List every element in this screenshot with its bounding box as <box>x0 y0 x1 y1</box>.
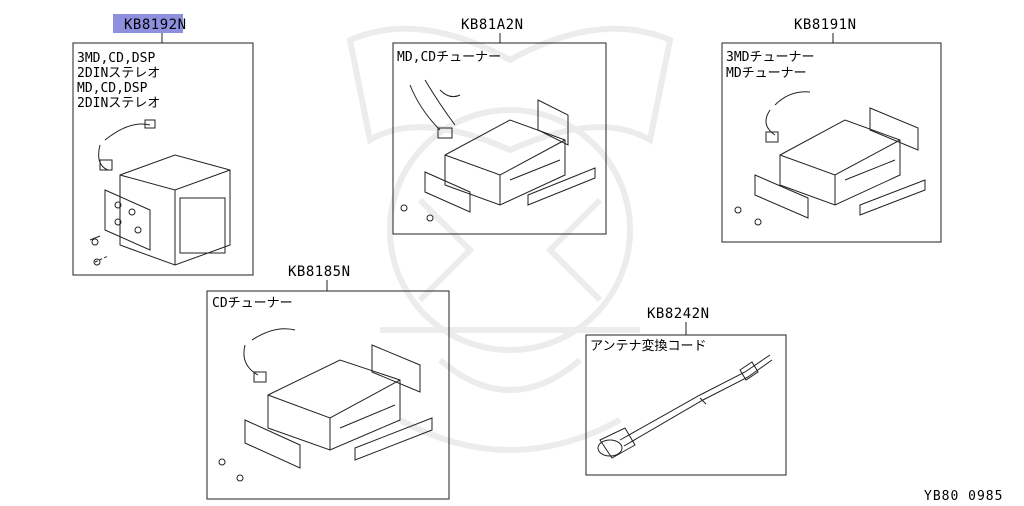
description-line-2: 2DINステレオ <box>77 66 160 81</box>
part-kb8185n[interactable]: KB8185N CDチューナー <box>206 264 450 500</box>
part-number-label: KB8192N <box>124 17 187 33</box>
part-number-label: KB8185N <box>288 264 351 280</box>
tuner-unit-illustration <box>734 91 926 226</box>
antenna-cord-illustration <box>597 354 773 459</box>
description-line-1: CDチューナー <box>212 296 293 311</box>
description-line-1: 3MDチューナー <box>726 50 814 65</box>
description-line-1: MD,CDチューナー <box>397 50 501 65</box>
part-box <box>721 42 942 243</box>
part-box <box>585 334 787 476</box>
description-line-1: アンテナ変換コード <box>590 338 706 354</box>
part-number-label: KB81A2N <box>461 17 524 33</box>
description-line-3: MD,CD,DSP <box>77 81 148 96</box>
part-box <box>392 42 607 235</box>
part-box <box>72 42 254 276</box>
part-kb8191n[interactable]: KB8191N 3MDチューナー MDチューナー <box>721 17 942 243</box>
tuner-unit-illustration <box>218 328 433 482</box>
part-kb8192n[interactable]: KB8192N 3MD,CD,DSP 2DINステレオ MD,CD,DSP 2D… <box>72 14 254 276</box>
part-number-highlight <box>113 14 183 33</box>
part-kb8242n[interactable]: KB8242N アンテナ変換コード <box>585 306 787 476</box>
stereo-unit-illustration <box>89 119 231 266</box>
part-number-label: KB8242N <box>647 306 710 322</box>
part-box <box>206 290 450 500</box>
description-line-2: MDチューナー <box>726 66 807 81</box>
description-line-1: 3MD,CD,DSP <box>77 51 155 66</box>
diagram-code: YB80 0985 <box>924 489 1003 504</box>
part-number-label: KB8191N <box>794 17 857 33</box>
part-kb81a2n[interactable]: KB81A2N MD,CDチューナー <box>392 17 607 235</box>
watermark-emblem <box>346 25 674 453</box>
tuner-unit-illustration <box>400 79 596 222</box>
description-line-4: 2DINステレオ <box>77 96 160 111</box>
